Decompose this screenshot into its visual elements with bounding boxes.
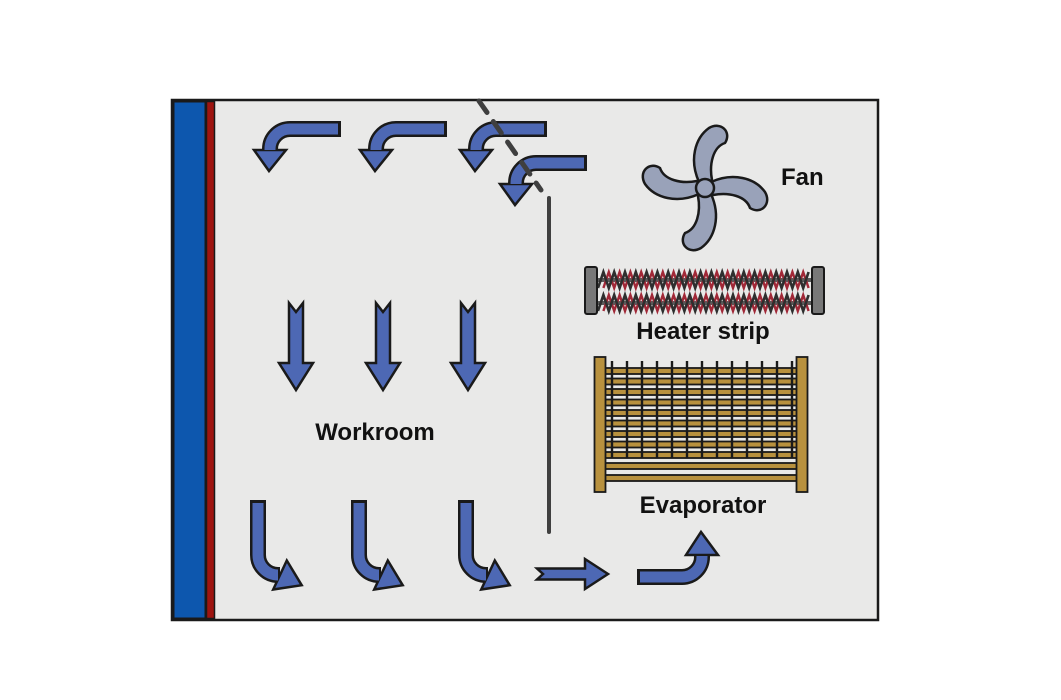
cold-wall-panel (172, 100, 207, 620)
fan-icon (641, 124, 769, 252)
heater-strip-label: Heater strip (636, 318, 770, 345)
bottom-airflow-arrows (258, 500, 721, 592)
workroom-label: Workroom (315, 419, 435, 446)
airflow-arrow-icon (448, 299, 488, 393)
airflow-arrow-icon (637, 529, 721, 585)
wall-red-stripe (205, 100, 216, 620)
heater-strip-icon (584, 266, 825, 316)
airflow-arrow-icon (363, 299, 403, 393)
fan-label: Fan (781, 164, 824, 191)
dashed-partition-line (476, 98, 544, 193)
evaporator-icon (593, 356, 809, 493)
evaporator-label: Evaporator (639, 492, 767, 519)
airflow-arrow-icon (276, 299, 316, 393)
down-airflow-arrows (276, 299, 488, 393)
airflow-arrow-icon (533, 556, 611, 592)
